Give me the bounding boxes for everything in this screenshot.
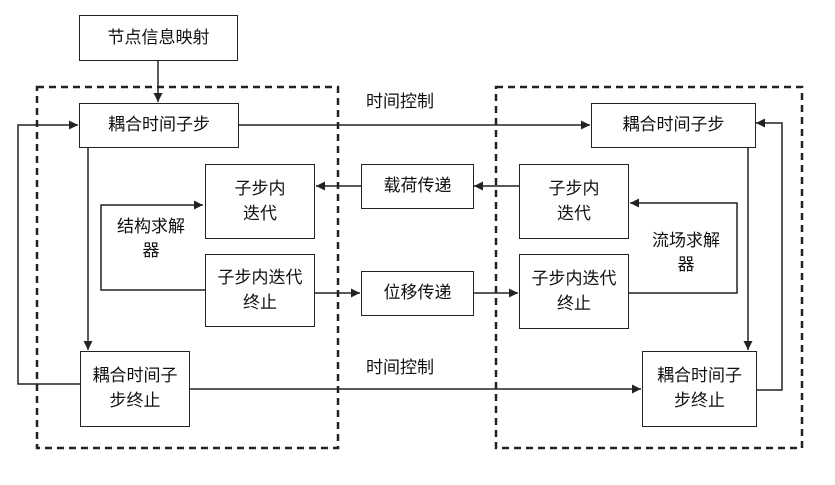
fluid-inner-iteration-end-box: 子步内迭代 终止	[519, 254, 629, 329]
structural-coupling-substep-end-box: 耦合时间子 步终止	[80, 351, 190, 427]
structural-coupling-substep-end-text: 耦合时间子 步终止	[92, 366, 178, 411]
arrow-fluid-inner-loop	[628, 198, 738, 294]
structural-inner-iteration-end-box: 子步内迭代 终止	[205, 254, 315, 327]
structural-coupling-substep-box: 耦合时间子步	[79, 103, 239, 148]
structural-inner-iteration-box: 子步内 迭代	[205, 164, 315, 239]
arrow-fluid-loop-back	[756, 118, 783, 391]
fluid-coupling-substep-text: 耦合时间子步	[622, 115, 725, 136]
time-control-bottom-label: 时间控制	[366, 358, 434, 378]
structural-solver-region	[35, 85, 340, 450]
fluid-solver-label: 流场求解 器	[652, 231, 720, 275]
displacement-transfer-box: 位移传递	[361, 271, 474, 316]
fluid-inner-iteration-box: 子步内 迭代	[519, 164, 629, 239]
fluid-inner-iteration-end-text: 子步内迭代 终止	[531, 268, 617, 314]
structural-inner-iteration-text: 子步内 迭代	[234, 178, 286, 224]
arrow-structural-loop-back	[17, 120, 80, 385]
fluid-inner-iteration-text: 子步内 迭代	[548, 178, 600, 224]
fluid-coupling-substep-box: 耦合时间子步	[591, 103, 756, 148]
fluid-solver-region	[494, 85, 804, 450]
node-info-mapping-box: 节点信息映射	[79, 15, 238, 61]
node-info-mapping-text: 节点信息映射	[107, 27, 210, 48]
fluid-coupling-substep-end-box: 耦合时间子 步终止	[642, 351, 757, 427]
arrow-structural-inner-loop	[100, 200, 205, 291]
displacement-transfer-text: 位移传递	[383, 283, 452, 304]
structural-coupling-substep-text: 耦合时间子步	[108, 115, 210, 136]
structural-solver-label: 结构求解 器	[117, 217, 185, 261]
fluid-coupling-substep-end-text: 耦合时间子 步终止	[657, 366, 742, 411]
load-transfer-box: 载荷传递	[361, 164, 474, 209]
structural-inner-iteration-end-text: 子步内迭代 终止	[217, 267, 303, 313]
load-transfer-text: 载荷传递	[383, 176, 452, 197]
time-control-top-label: 时间控制	[366, 92, 434, 112]
